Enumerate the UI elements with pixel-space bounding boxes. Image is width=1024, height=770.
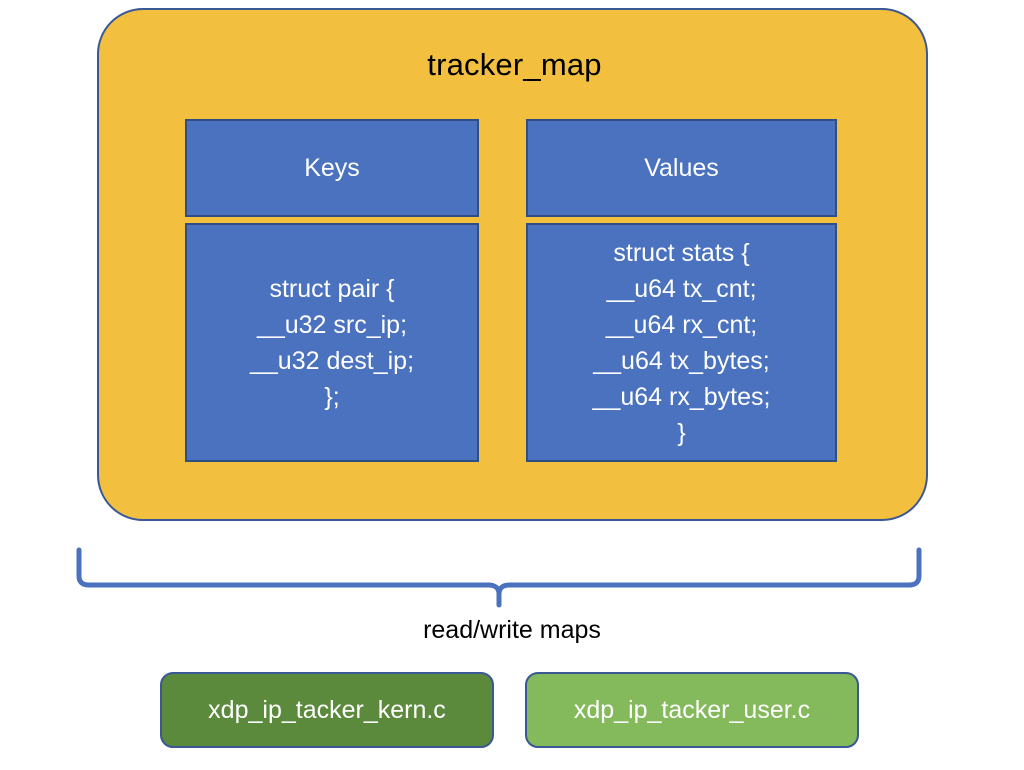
curly-brace-icon	[76, 547, 922, 608]
tracker-map-panel: tracker_map Keys struct pair { __u32 src…	[97, 8, 928, 521]
keys-header-label: Keys	[304, 154, 360, 182]
map-title: tracker_map	[427, 47, 602, 82]
program-label-user: xdp_ip_tacker_user.c	[573, 696, 811, 724]
program-box-kern[interactable]: xdp_ip_tacker_kern.c	[160, 672, 494, 748]
keys-header-box: Keys	[185, 119, 479, 217]
values-header-box: Values	[526, 119, 837, 217]
brace-connector	[70, 540, 940, 610]
keys-struct-definition: struct pair { __u32 src_ip; __u32 dest_i…	[249, 274, 415, 411]
values-column: Values struct stats { __u64 tx_cnt; __u6…	[526, 119, 837, 462]
program-box-user[interactable]: xdp_ip_tacker_user.c	[525, 672, 859, 748]
brace-label: read/write maps	[423, 616, 601, 644]
keys-body-box: struct pair { __u32 src_ip; __u32 dest_i…	[185, 223, 479, 462]
keys-column: Keys struct pair { __u32 src_ip; __u32 d…	[185, 119, 479, 462]
values-struct-definition: struct stats { __u64 tx_cnt; __u64 rx_cn…	[592, 238, 771, 447]
values-body-box: struct stats { __u64 tx_cnt; __u64 rx_cn…	[526, 223, 837, 462]
values-header-label: Values	[644, 154, 719, 182]
program-label-kern: xdp_ip_tacker_kern.c	[208, 696, 446, 724]
